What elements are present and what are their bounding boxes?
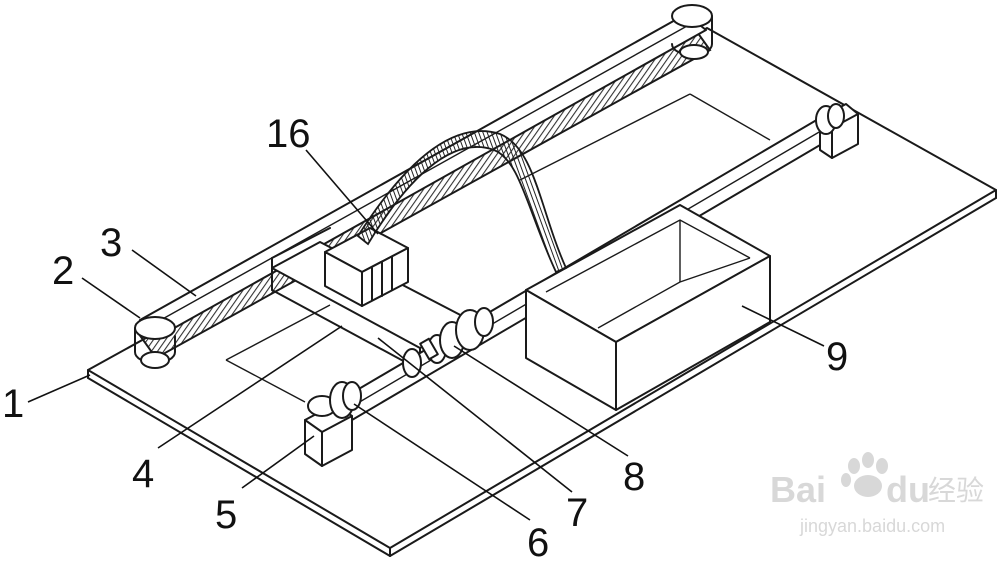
label-16: 16 <box>266 112 311 156</box>
watermark-cn: 经验 <box>928 475 984 506</box>
right-support <box>815 103 859 159</box>
left-pulley <box>134 316 176 369</box>
part-labels: 1 2 3 4 5 6 7 8 9 16 <box>2 112 848 562</box>
cable <box>356 130 568 274</box>
label-4: 4 <box>132 452 154 496</box>
belt-assembly <box>134 4 713 369</box>
label-2: 2 <box>52 249 74 293</box>
label-6: 6 <box>527 521 549 562</box>
watermark-brand: Bai <box>770 469 826 510</box>
watermark-brand-2: du <box>886 469 930 510</box>
label-9: 9 <box>826 335 848 379</box>
collection-box <box>525 204 771 411</box>
label-7: 7 <box>566 491 588 535</box>
label-1: 1 <box>2 382 24 426</box>
label-8: 8 <box>623 455 645 499</box>
plate-slot <box>225 93 771 403</box>
watermark-url: jingyan.baidu.com <box>799 516 945 536</box>
watermark: Bai du 经验 jingyan.baidu.com <box>770 452 984 536</box>
label-5: 5 <box>215 493 237 537</box>
left-support <box>304 395 353 467</box>
right-pulley <box>671 4 713 60</box>
leader-lines <box>27 149 825 521</box>
left-bearing <box>329 381 362 419</box>
label-3: 3 <box>100 221 122 265</box>
spray-block <box>324 227 409 307</box>
paw-logo-icon <box>841 452 888 497</box>
